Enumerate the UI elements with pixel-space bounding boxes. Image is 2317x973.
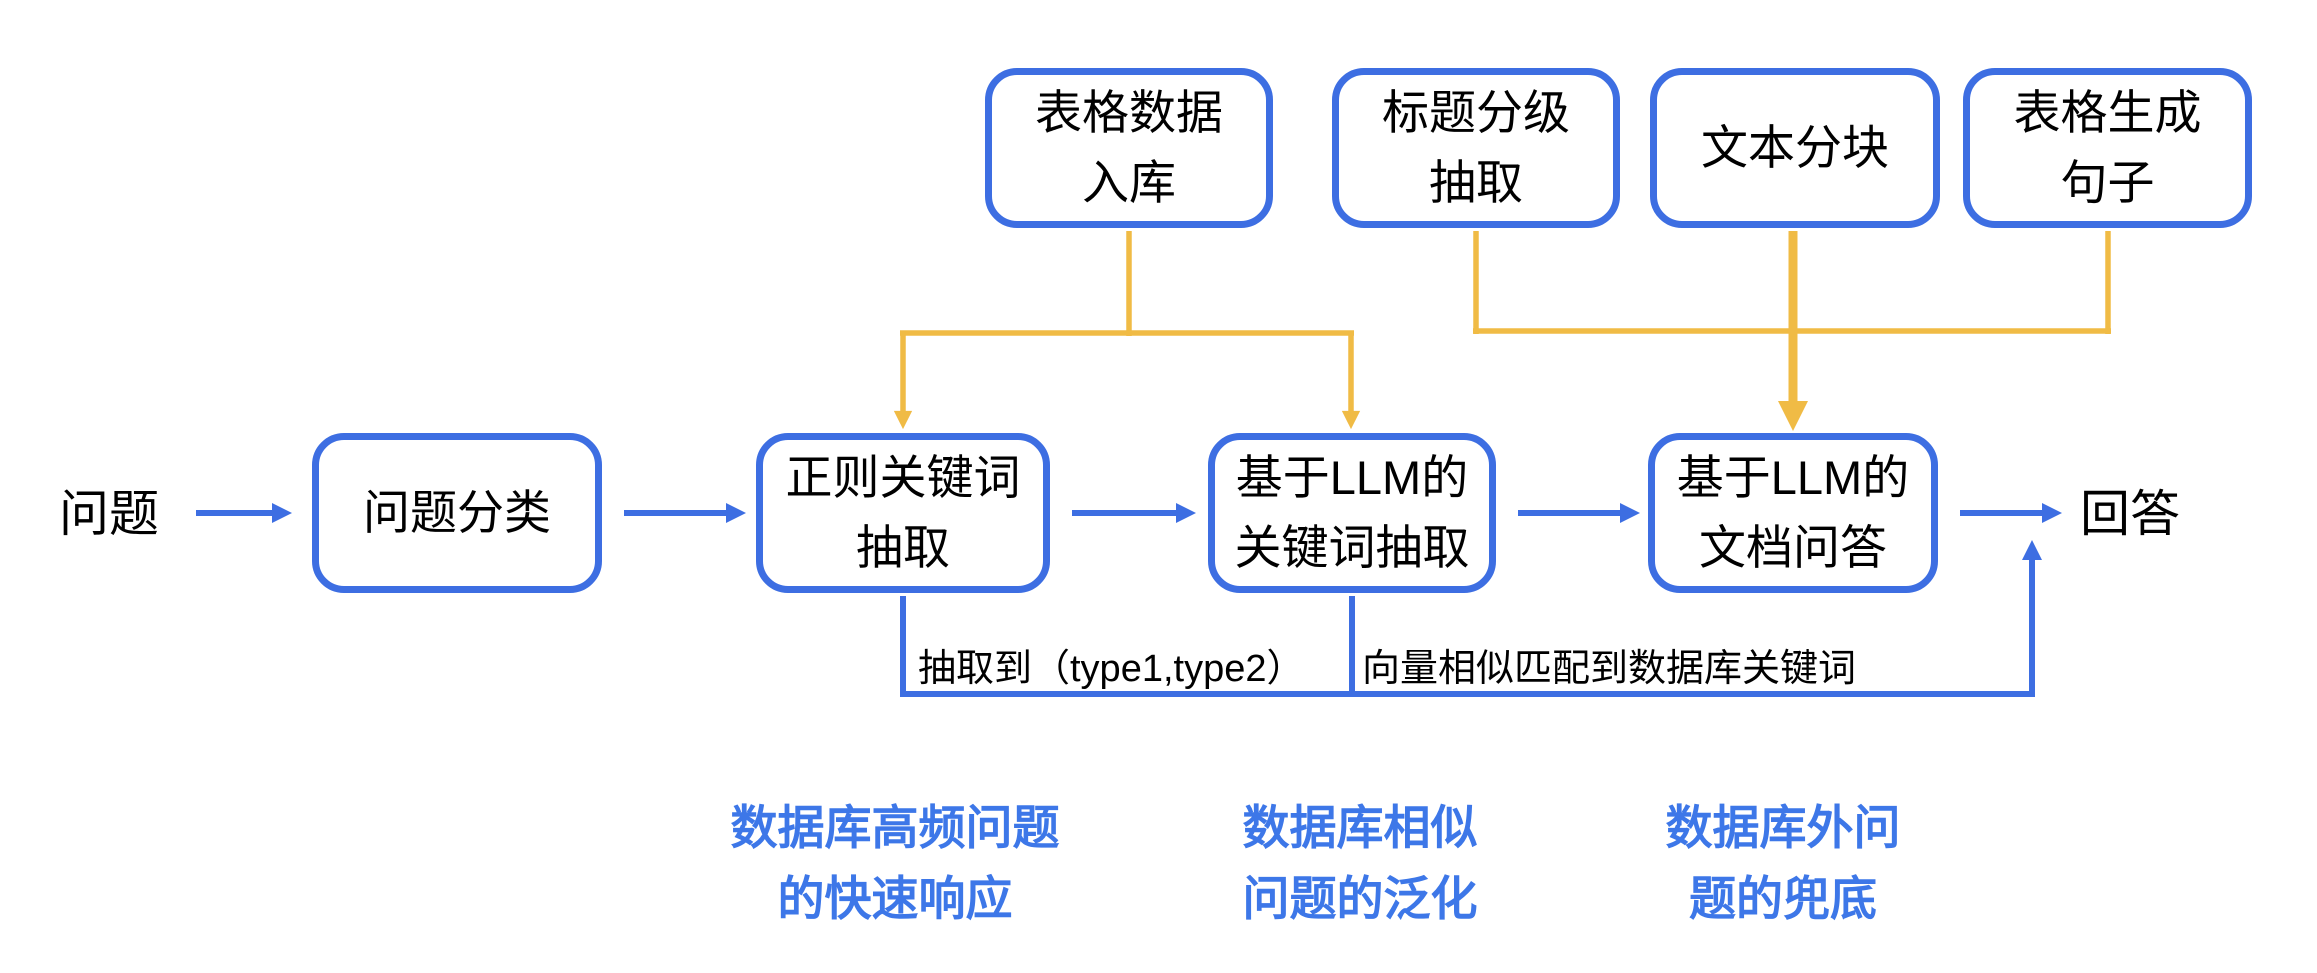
node-label-line2: 入库: [1082, 156, 1176, 209]
node-regex-keyword-extract: 正则关键词 抽取: [756, 433, 1050, 593]
node-label-line1: 表格生成: [2013, 86, 2202, 139]
node-label-line2: 抽取: [1429, 156, 1523, 209]
label-question-input: 问题: [59, 486, 159, 542]
annotation-line1: 数据库外问: [1665, 801, 1901, 854]
annotation-db-frequent: 数据库高频问题 的快速响应: [731, 792, 1060, 934]
node-table-data-ingest: 表格数据 入库: [985, 68, 1273, 228]
node-label-line1: 基于LLM的: [1235, 451, 1469, 504]
label-answer-output: 回答: [2080, 486, 2180, 542]
node-llm-keyword-extract: 基于LLM的 关键词抽取: [1208, 433, 1496, 593]
node-label-line2: 抽取: [856, 521, 950, 574]
node-table-to-sentence: 表格生成 句子: [1963, 68, 2252, 228]
annotation-line2: 问题的泛化: [1242, 872, 1478, 925]
node-label-line1: 文本分块: [1701, 121, 1889, 174]
node-llm-doc-qa: 基于LLM的 文档问答: [1648, 433, 1938, 593]
node-label-line1: 问题分类: [363, 486, 551, 539]
annotation-db-fallback: 数据库外问 题的兜底: [1666, 792, 1901, 934]
edge-label-extracted-types: 抽取到（type1,type2）: [918, 648, 1305, 690]
node-label-line1: 表格数据: [1035, 86, 1223, 139]
node-title-level-extract: 标题分级 抽取: [1332, 68, 1620, 228]
node-label-line2: 文档问答: [1699, 521, 1887, 574]
annotation-line1: 数据库相似: [1242, 801, 1478, 854]
node-label-line1: 标题分级: [1382, 86, 1570, 139]
annotation-line2: 题的兜底: [1689, 872, 1877, 925]
node-text-chunking: 文本分块: [1650, 68, 1940, 228]
node-label-line2: 关键词抽取: [1234, 521, 1470, 574]
annotation-line1: 数据库高频问题: [730, 801, 1060, 854]
edge-label-vector-match: 向量相似匹配到数据库关键词: [1362, 648, 1857, 690]
annotation-db-similar: 数据库相似 问题的泛化: [1243, 792, 1478, 934]
node-question-classify: 问题分类: [312, 433, 602, 593]
node-label-line2: 句子: [2060, 156, 2155, 209]
node-label-line1: 正则关键词: [785, 451, 1021, 504]
edge-shortcut-to-answer: [900, 540, 2042, 697]
node-label-line1: 基于LLM的: [1676, 451, 1910, 504]
annotation-line2: 的快速响应: [777, 872, 1013, 925]
